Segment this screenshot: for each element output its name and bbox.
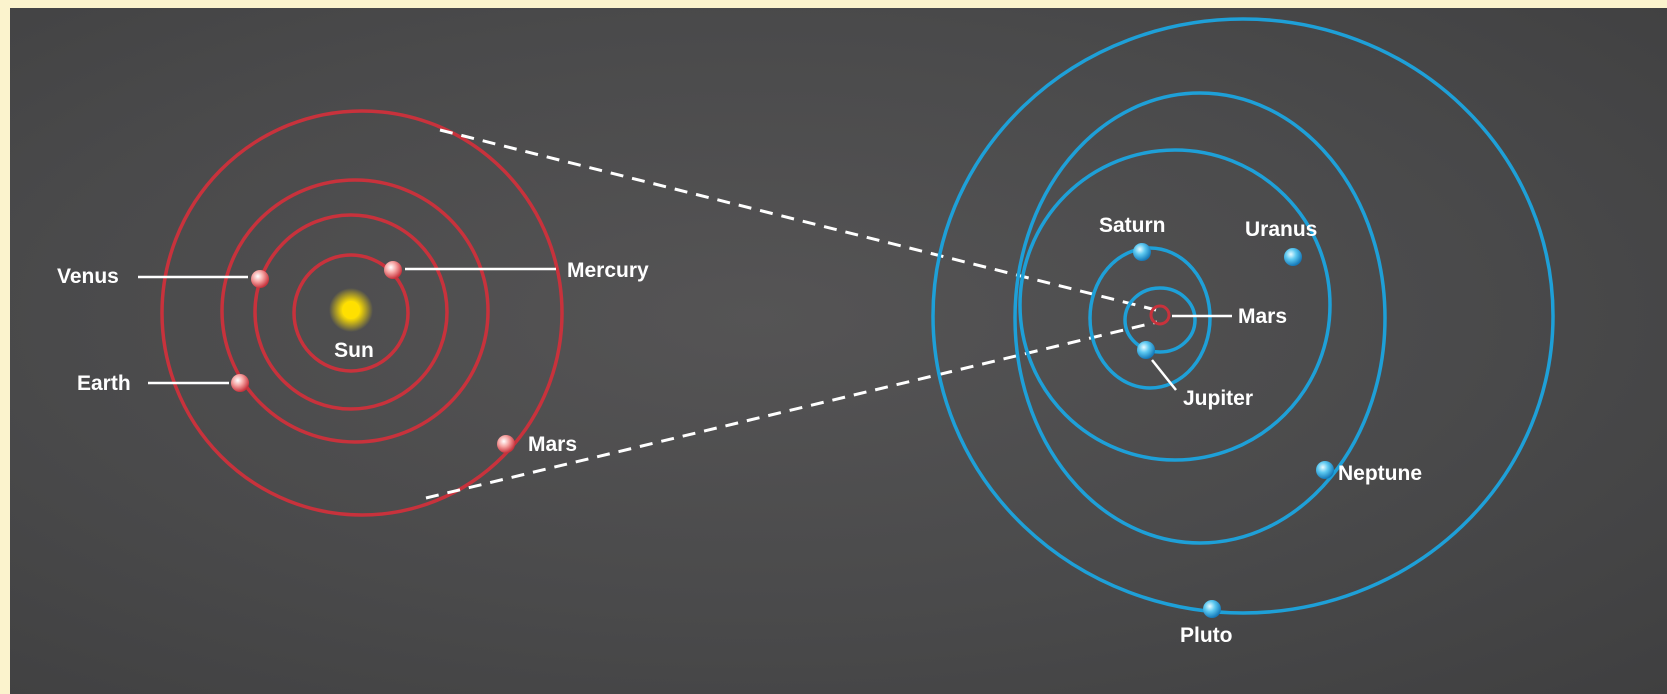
pluto-label: Pluto (1180, 624, 1233, 647)
jupiter-label: Jupiter (1183, 387, 1253, 410)
uranus-planet (1284, 248, 1302, 266)
uranus-orbit (1018, 148, 1332, 462)
neptune-label: Neptune (1338, 462, 1422, 485)
venus-label: Venus (57, 265, 119, 288)
mars-planet (497, 435, 515, 453)
inner-pointer-lines (138, 267, 556, 385)
zoom-line-bottom (425, 320, 1158, 500)
diagram-canvas: Sun Mercury Venus Earth Mars (57, 17, 1555, 647)
earth-orbit (220, 178, 490, 444)
mercury-label: Mercury (567, 259, 649, 282)
sun-icon (342, 301, 360, 319)
pluto-orbit (931, 17, 1555, 615)
jupiter-orbit (1123, 286, 1197, 354)
mars-outer-label: Mars (1238, 305, 1287, 328)
inner-system (160, 109, 564, 517)
earth-planet (231, 374, 249, 392)
mars-label: Mars (528, 433, 577, 456)
sun-label: Sun (334, 339, 374, 362)
mercury-orbit (292, 253, 410, 373)
uranus-label: Uranus (1245, 218, 1317, 241)
venus-planet (251, 270, 269, 288)
mercury-planet (384, 261, 402, 279)
neptune-planet (1316, 461, 1334, 479)
neptune-orbit (1013, 91, 1387, 545)
earth-label: Earth (77, 372, 131, 395)
outer-pointer-lines (1151, 314, 1232, 391)
saturn-planet (1133, 243, 1151, 261)
mars-orbit-small (1149, 304, 1171, 326)
saturn-label: Saturn (1099, 214, 1166, 237)
solar-system-diagram: Sun Mercury Venus Earth Mars (10, 8, 1667, 694)
jupiter-pointer (1151, 359, 1177, 391)
jupiter-planet (1137, 341, 1155, 359)
zoom-line-top (439, 128, 1157, 312)
venus-orbit (253, 213, 449, 411)
mars-orbit (160, 109, 564, 517)
pluto-planet (1203, 600, 1221, 618)
zoom-connectors (425, 128, 1158, 500)
